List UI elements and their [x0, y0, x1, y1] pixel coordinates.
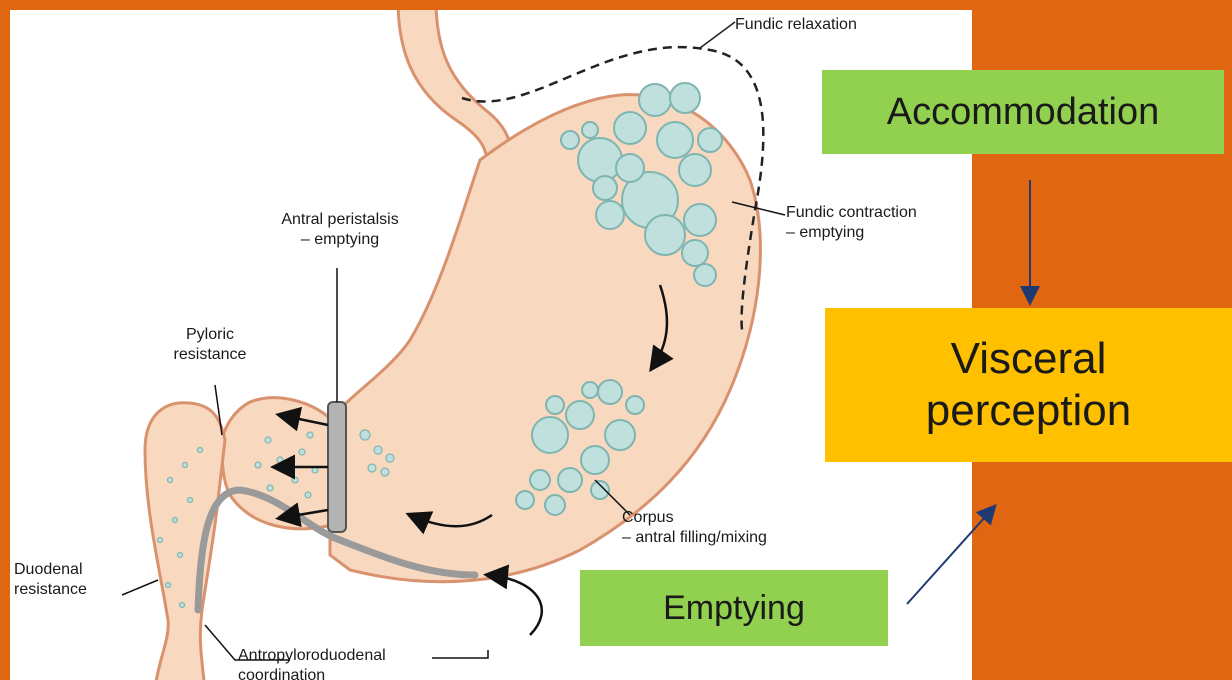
pylorus-ring	[328, 402, 346, 532]
label-antral-peristalsis: Antral peristalsis – emptying	[240, 210, 440, 250]
emptying-text: Emptying	[663, 589, 805, 628]
label-fundic-relaxation: Fundic relaxation	[735, 15, 857, 35]
accommodation-box: Accommodation	[822, 70, 1224, 154]
label-duodenal-resistance: Duodenal resistance	[14, 560, 87, 600]
visceral-perception-box: Visceral perception	[825, 308, 1232, 462]
duodenum	[145, 403, 225, 680]
label-fundic-contraction-line2: – emptying	[786, 223, 917, 243]
label-corpus-line2: – antral filling/mixing	[622, 528, 767, 548]
label-duodenal-line1: Duodenal	[14, 560, 87, 580]
label-antral-peristalsis-line1: Antral peristalsis	[240, 210, 440, 230]
accommodation-text: Accommodation	[887, 91, 1159, 134]
label-duodenal-line2: resistance	[14, 580, 87, 600]
visceral-text-line2: perception	[926, 385, 1131, 437]
coordination-curved-arrow	[488, 575, 542, 635]
label-pyloric-resistance: Pyloric resistance	[155, 325, 265, 365]
label-antropyloroduodenal: Antropyloroduodenal coordination	[238, 646, 386, 680]
visceral-text-line1: Visceral	[951, 333, 1107, 385]
pyloric-bulb	[222, 398, 332, 529]
label-fundic-contraction-line1: Fundic contraction	[786, 203, 917, 223]
antropyloro-right-leader	[432, 650, 488, 658]
label-fundic-contraction: Fundic contraction – emptying	[786, 203, 917, 243]
label-antropyloro-line1: Antropyloroduodenal	[238, 646, 386, 666]
emptying-box: Emptying	[580, 570, 888, 646]
label-corpus: Corpus – antral filling/mixing	[622, 508, 767, 548]
label-pyloric-line1: Pyloric	[155, 325, 265, 345]
label-corpus-line1: Corpus	[622, 508, 767, 528]
label-antral-peristalsis-line2: – emptying	[240, 230, 440, 250]
label-antropyloro-line2: coordination	[238, 666, 386, 680]
duodenal-leader	[122, 580, 158, 595]
label-pyloric-line2: resistance	[155, 345, 265, 365]
fundic-relaxation-leader	[700, 22, 735, 48]
